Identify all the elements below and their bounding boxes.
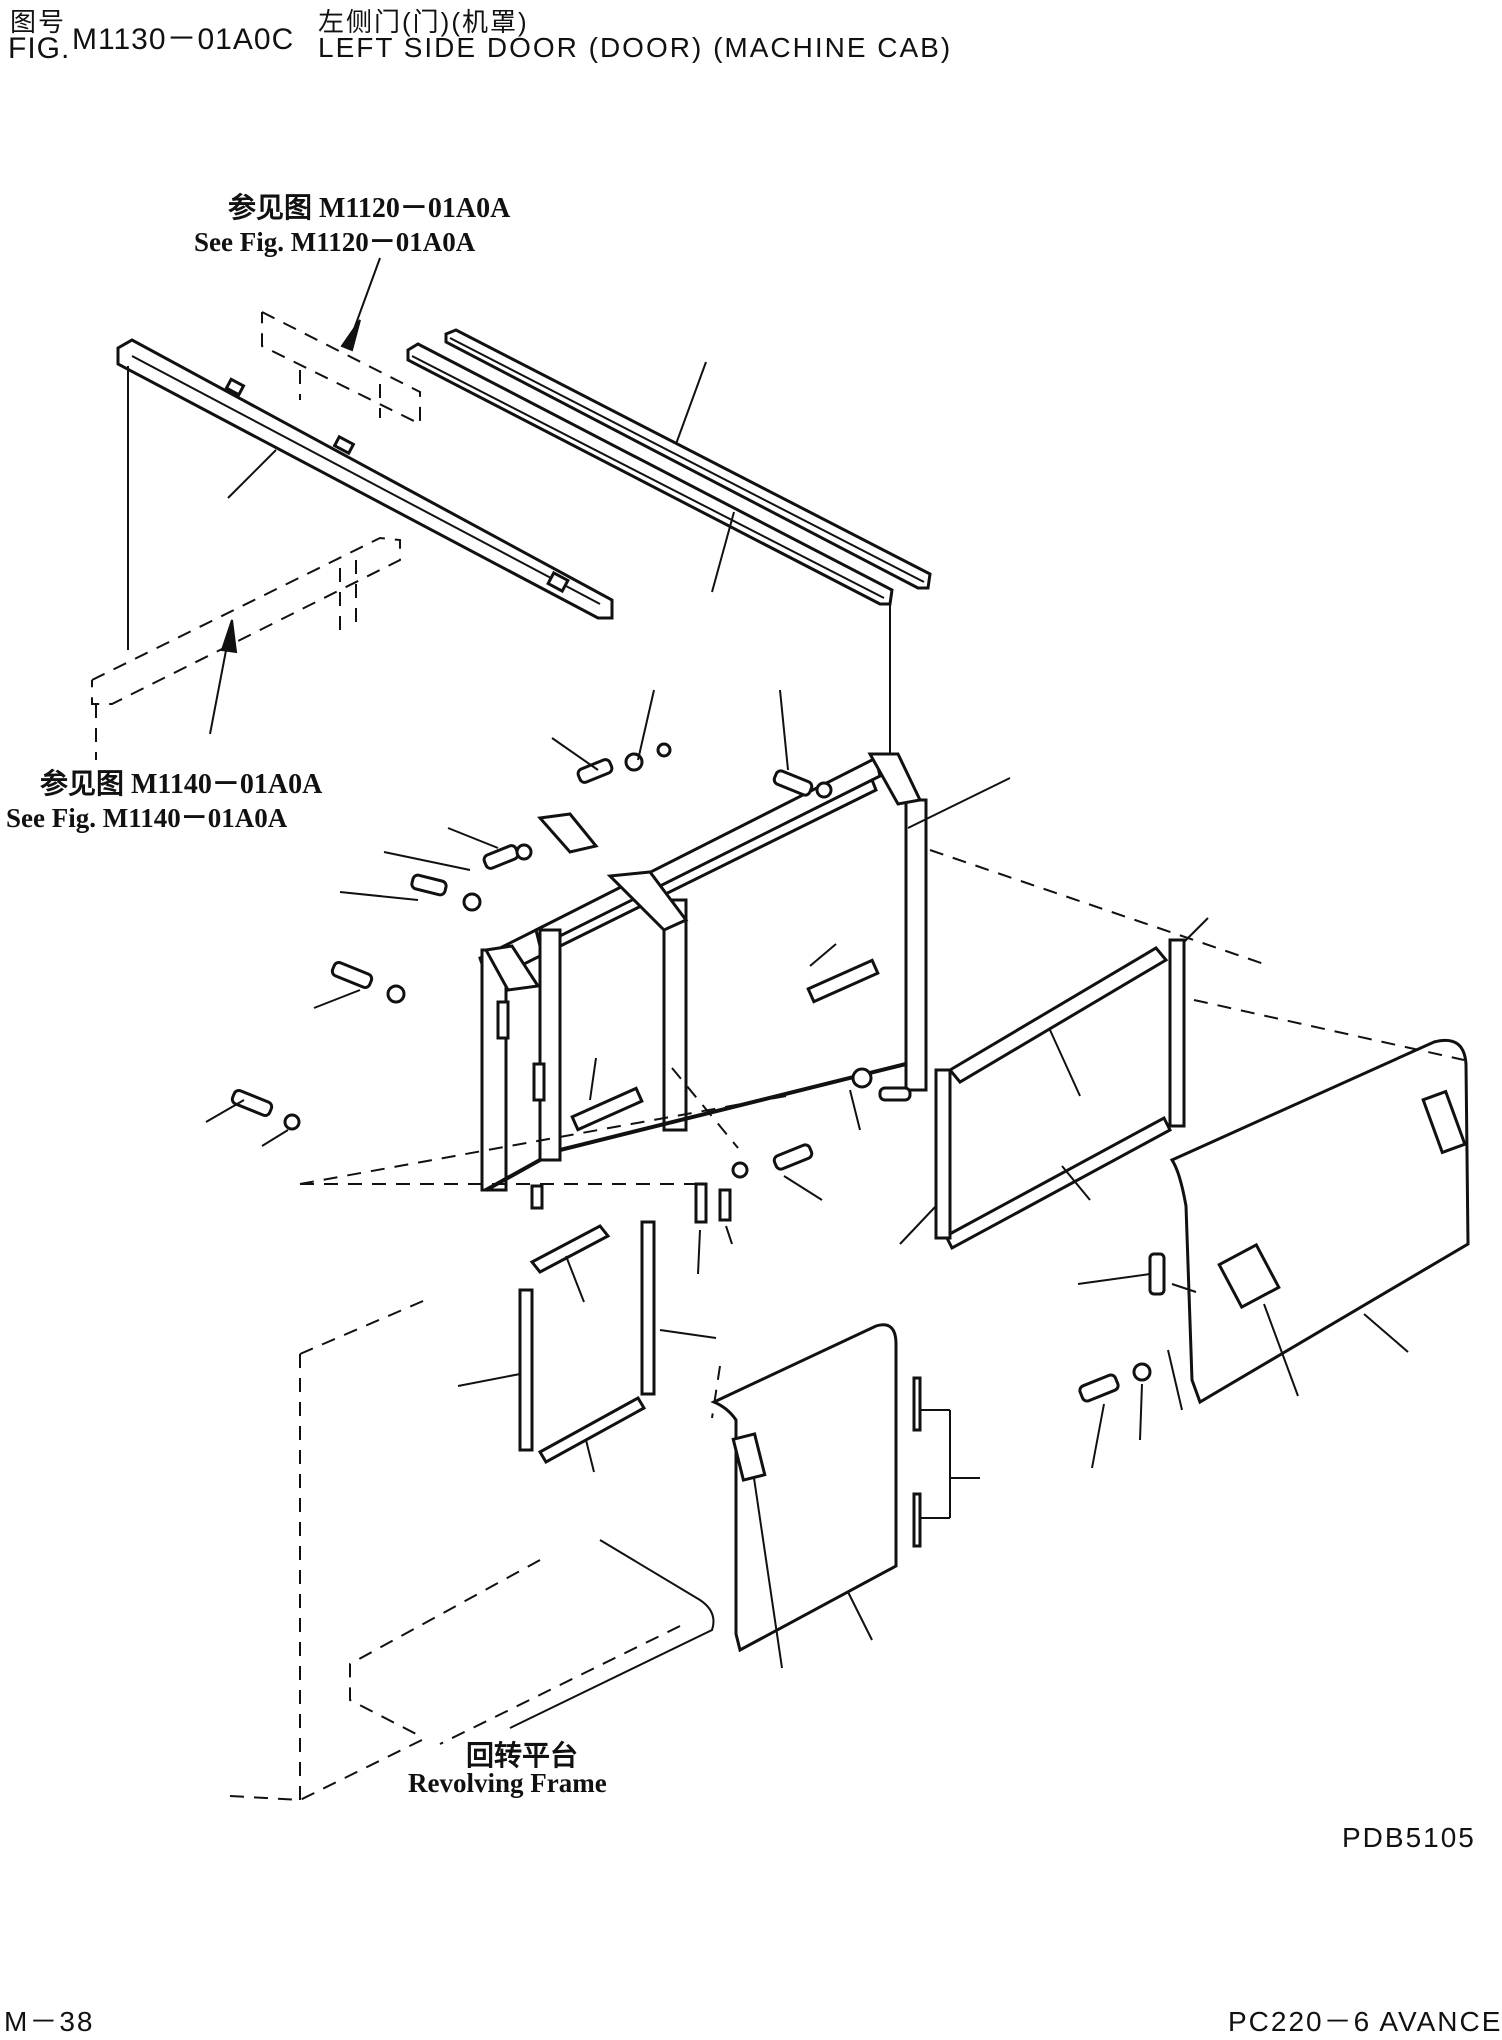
fasteners [206, 690, 1182, 1468]
ref-left-cn: 参见图 M1140－01A0A [40, 769, 323, 800]
title-en: LEFT SIDE DOOR (DOOR) (MACHINE CAB) [318, 32, 953, 63]
figure-label-en: FIG. [8, 32, 71, 65]
revolving-frame-outline [230, 850, 1464, 1800]
model-name: PC220－6 AVANCE [1228, 2006, 1502, 2037]
ref-top-cn: 参见图 M1120－01A0A [228, 193, 511, 224]
drawing-code: PDB5105 [1342, 1822, 1476, 1853]
ref-arrows [210, 258, 380, 734]
small-brackets [498, 1002, 732, 1274]
window-seals-left [458, 1222, 716, 1472]
cab-frame [480, 754, 1010, 1190]
dashed-reference-part [92, 312, 420, 760]
right-door-panel [1078, 1040, 1468, 1402]
figure-label-cn: 图号 [10, 7, 67, 37]
upper-right-rails [408, 330, 930, 780]
figure-code: M1130－01A0C [72, 23, 295, 56]
ref-left-en: See Fig. M1140－01A0A [6, 803, 288, 833]
title-cn: 左侧门(门)(机罩) [318, 7, 529, 37]
frame-label-en: Revolving Frame [408, 1768, 607, 1798]
page-number: M－38 [4, 2006, 95, 2037]
left-door-panel [714, 1325, 980, 1668]
frame-label-cn: 回转平台 [466, 1741, 579, 1772]
ref-top-en: See Fig. M1120－01A0A [194, 227, 476, 257]
upper-left-rail [118, 340, 612, 650]
window-seals-right [900, 918, 1208, 1248]
